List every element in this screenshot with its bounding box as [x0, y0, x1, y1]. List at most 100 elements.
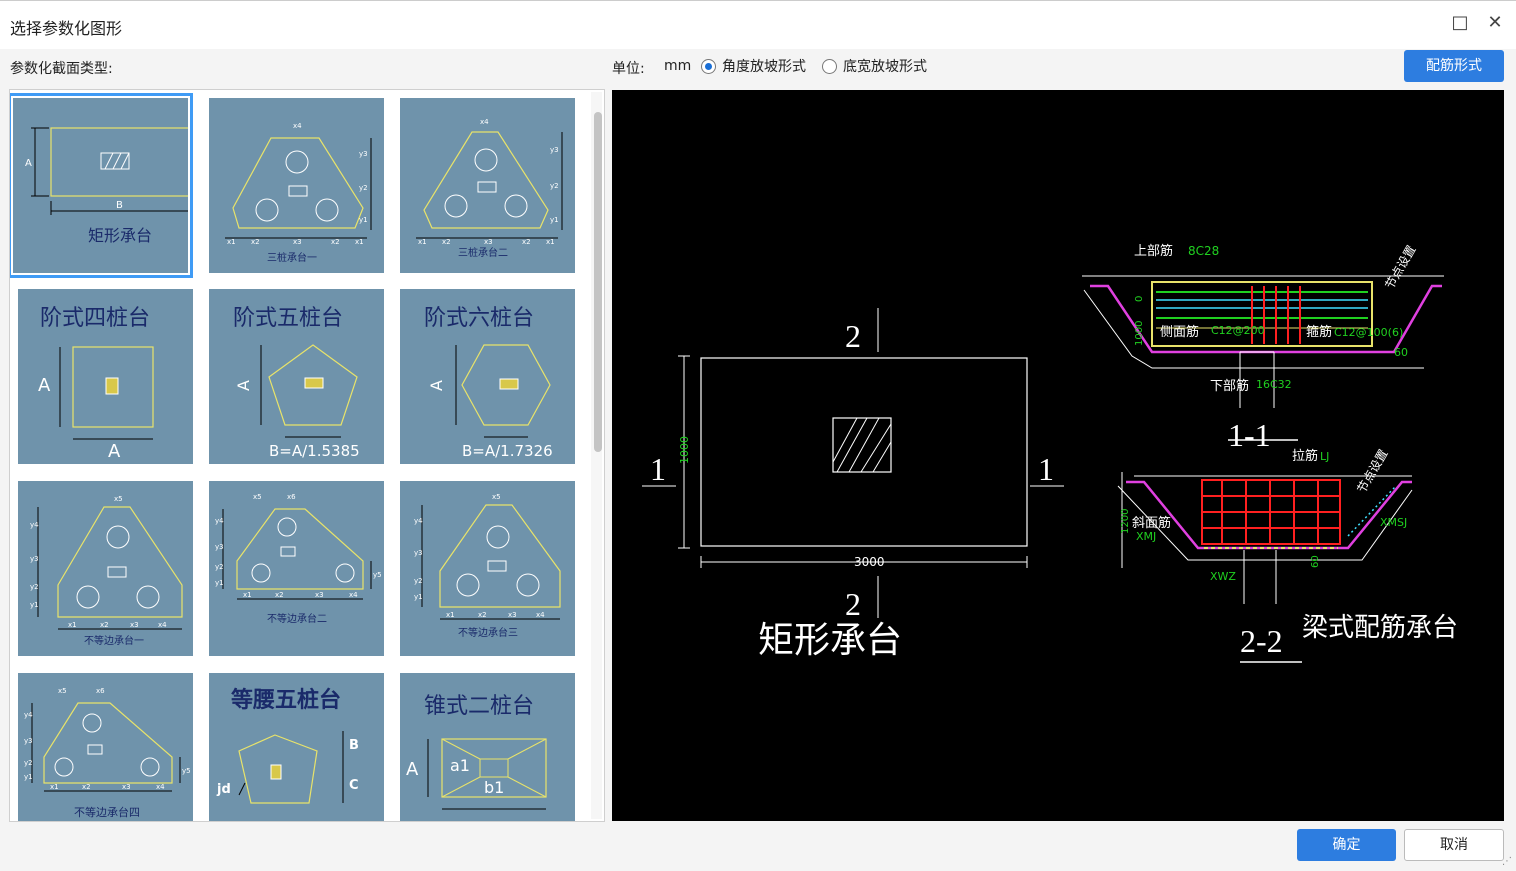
- resize-grip-icon[interactable]: ⋰: [1502, 856, 1512, 867]
- unequal-4-thumbnail: x5 x6 y4 y3 y2 y1 y5 x1 x2 x3 x4 不等边承台四: [24, 687, 191, 819]
- label-x1: x1: [68, 621, 77, 629]
- unequal-3-thumbnail: x5 y4 y3 y2 y1 x1 x2 x3 x4 不等边承台三: [414, 493, 561, 639]
- label-y2: y2: [359, 184, 368, 192]
- gallery-scrollbar[interactable]: [591, 92, 602, 819]
- tile-unequal-2[interactable]: x5 x6 y4 y3 y2 y1 y5 x1 x2 x3 x4 不等边承台二: [209, 481, 384, 656]
- tile-caption: 阶式六桩台: [424, 306, 534, 331]
- tile-caption: 等腰五桩台: [231, 687, 341, 713]
- tile-isosceles-five[interactable]: 等腰五桩台 B C jd: [209, 673, 384, 821]
- label-y4: y4: [30, 521, 39, 529]
- tile-rect-cap[interactable]: A B 矩形承台: [10, 93, 193, 278]
- label-x4: x4: [480, 118, 489, 126]
- label-y1: y1: [24, 773, 33, 781]
- radio-angle-slope[interactable]: 角度放坡形式: [701, 56, 806, 76]
- dim-a-text: A: [38, 375, 51, 396]
- label-y5: y5: [182, 767, 191, 775]
- xmsj-label: XMSJ: [1380, 516, 1407, 529]
- label-x1: x1: [243, 591, 252, 599]
- label-x1: x1: [50, 783, 59, 791]
- cancel-button[interactable]: 取消: [1404, 829, 1504, 861]
- tile-caption: 三桩承台一: [267, 251, 317, 264]
- radio-unchecked-icon[interactable]: [822, 58, 837, 74]
- dim-b-text: A: [108, 441, 121, 462]
- label-x3: x3: [508, 611, 517, 619]
- label-x4: x4: [156, 783, 165, 791]
- radio-bottom-width-slope[interactable]: 底宽放坡形式: [822, 56, 927, 76]
- dim-a1-text: a1: [450, 756, 470, 775]
- stirrup-label: 箍筋: [1306, 324, 1332, 340]
- label-y2: y2: [24, 759, 33, 767]
- section-title-1-1: 1-1: [1228, 417, 1271, 453]
- label-y1: y1: [215, 579, 224, 587]
- label-y3: y3: [30, 555, 39, 563]
- rebar-form-button[interactable]: 配筋形式: [1404, 50, 1504, 82]
- label-y2: y2: [30, 583, 39, 591]
- label-x1: x1: [446, 611, 455, 619]
- dim-a-text: A: [427, 380, 446, 391]
- tile-caption: 不等边承台四: [74, 805, 140, 819]
- tile-caption: 三桩承台二: [458, 246, 508, 259]
- label-x3: x3: [122, 783, 131, 791]
- label-y4: y4: [24, 711, 33, 719]
- unequal-2-thumbnail: x5 x6 y4 y3 y2 y1 y5 x1 x2 x3 x4 不等边承台二: [215, 493, 382, 625]
- radio-checked-icon[interactable]: [701, 58, 716, 74]
- label-x3: x3: [130, 621, 139, 629]
- maximize-icon[interactable]: □: [1451, 12, 1469, 33]
- label-y1: y1: [359, 216, 368, 224]
- slope-bar-label: 斜面筋: [1132, 515, 1171, 531]
- label-x2: x2: [275, 591, 284, 599]
- tile-unequal-1[interactable]: x5 y4 y3 y2 y1 x1 x2 x3 x4 不等边承台一: [18, 481, 193, 656]
- preview-drawing: 2 2 1 1 3000 1000 矩形承台 上部筋 8C28 侧面筋 C12@: [642, 243, 1458, 663]
- dim-b-text: B: [349, 738, 359, 753]
- three-pile-1-thumbnail: x4 y3 y2 y1 x1 x2 x3 x2 x1 三桩承台一: [225, 122, 372, 264]
- tile-caption: 阶式四桩台: [40, 306, 150, 331]
- unit-label: 单位:: [612, 61, 645, 77]
- tile-cone-two[interactable]: 锥式二桩台 A a1 b1: [400, 673, 575, 821]
- close-icon[interactable]: ✕: [1487, 12, 1503, 33]
- section-height-2: 1200: [1120, 509, 1131, 534]
- height-dimension: 1000: [678, 436, 691, 464]
- unequal-1-thumbnail: x5 y4 y3 y2 y1 x1 x2 x3 x4 不等边承台一: [30, 495, 183, 647]
- side-bar-value: C12@200: [1211, 324, 1265, 337]
- node-setting-2: 节点设置: [1354, 447, 1390, 496]
- tile-step-six[interactable]: 阶式六桩台 A B=A/1.7326: [400, 289, 575, 464]
- tile-three-pile-1[interactable]: x4 y3 y2 y1 x1 x2 x3 x2 x1 三桩承台一: [209, 98, 384, 273]
- side-bar-label: 侧面筋: [1160, 324, 1199, 340]
- section-height-1: 1000: [1134, 321, 1145, 346]
- label-y3: y3: [414, 549, 423, 557]
- label-x2b: x2: [522, 238, 531, 246]
- section-1-1: 上部筋 8C28 侧面筋 C12@200 箍筋 C12@100(6) 下部筋 1…: [1082, 243, 1444, 453]
- dim-a-text: A: [25, 158, 32, 169]
- label-x2: x2: [478, 611, 487, 619]
- plan-view: 2 2 1 1 3000 1000 矩形承台: [642, 308, 1064, 660]
- label-x5: x5: [58, 687, 67, 695]
- label-y5: y5: [373, 571, 382, 579]
- stirrup-value: C12@100(6): [1334, 326, 1403, 339]
- radio-angle-slope-label: 角度放坡形式: [722, 59, 806, 75]
- dim-a-text: A: [406, 759, 419, 780]
- label-y4: y4: [414, 517, 423, 525]
- label-x3: x3: [293, 238, 302, 246]
- dim-c-text: C: [349, 778, 359, 793]
- section-mark-2-bottom: 2: [845, 586, 861, 622]
- xwz-label: XWZ: [1210, 570, 1236, 583]
- tile-step-five[interactable]: 阶式五桩台 A B=A/1.5385: [209, 289, 384, 464]
- label-y1: y1: [30, 601, 39, 609]
- label-x4: x4: [349, 591, 358, 599]
- label-x1: x1: [418, 238, 427, 246]
- ok-button[interactable]: 确定: [1297, 829, 1396, 861]
- tile-caption: 不等边承台二: [267, 612, 327, 625]
- tile-caption: 不等边承台一: [84, 634, 144, 647]
- label-x2: x2: [442, 238, 451, 246]
- gallery-scroll-thumb[interactable]: [594, 112, 602, 452]
- tile-step-four[interactable]: 阶式四桩台 A A: [18, 289, 193, 464]
- label-y2: y2: [550, 182, 559, 190]
- tile-three-pile-2[interactable]: x4 y3 y2 y1 x1 x2 x3 x2 x1 三桩承台二: [400, 98, 575, 273]
- tile-unequal-4[interactable]: x5 x6 y4 y3 y2 y1 y5 x1 x2 x3 x4 不等边承台四: [18, 673, 193, 821]
- label-x2b: x2: [331, 238, 340, 246]
- tile-caption: 矩形承台: [88, 226, 152, 245]
- tile-unequal-3[interactable]: x5 y4 y3 y2 y1 x1 x2 x3 x4 不等边承台三: [400, 481, 575, 656]
- section-2-2: 拉筋 LJ 斜面筋 XMJ XMSJ XWZ 1200 60 节点设置 2-2 …: [1117, 447, 1458, 663]
- dim-b1-text: b1: [484, 778, 504, 797]
- label-x4: x4: [293, 122, 302, 130]
